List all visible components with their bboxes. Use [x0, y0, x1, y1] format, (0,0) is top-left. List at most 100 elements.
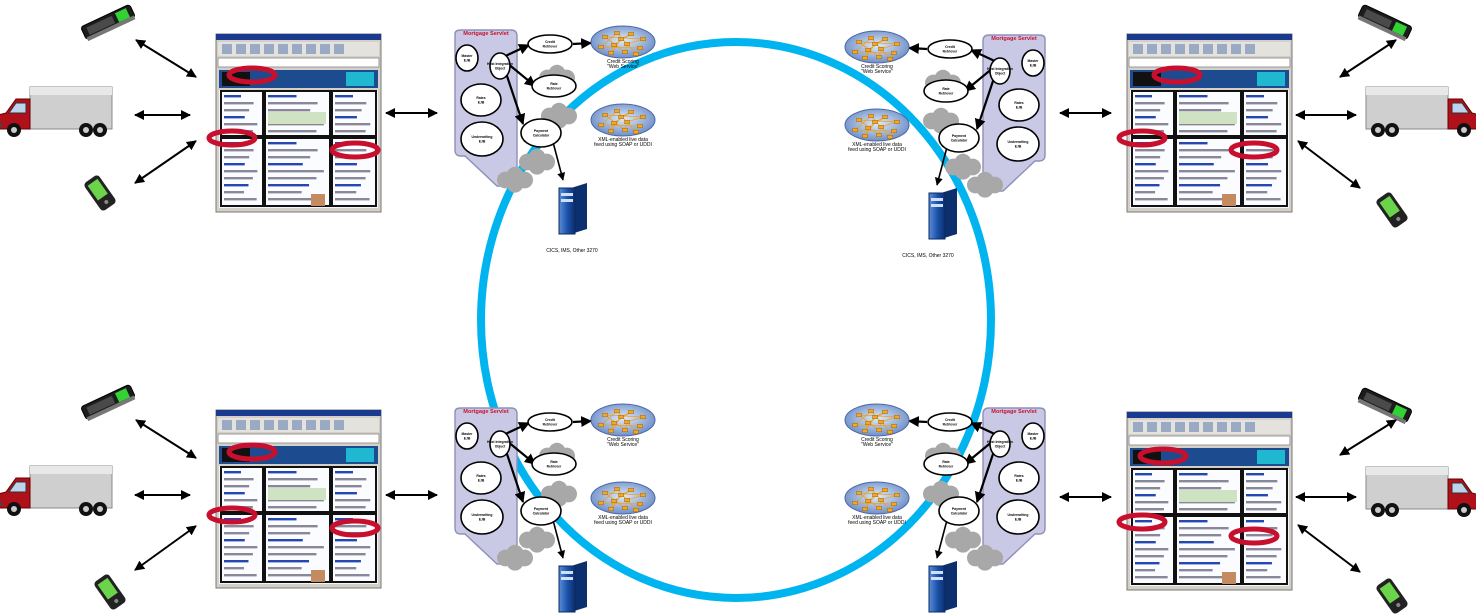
rate-retriever-node — [531, 452, 577, 476]
host-integration-node-label-line: Host Integration — [987, 67, 1013, 71]
pda-icon — [1376, 192, 1408, 228]
host-integration-node — [989, 430, 1011, 458]
bidirectional-arrow — [134, 525, 197, 571]
servlet-title: Mortgage Servlet — [463, 31, 509, 37]
bidirectional-arrow — [1339, 419, 1397, 456]
payment-calculator-node-label-line: Calculator — [533, 511, 550, 515]
rates-ejb-node-label-line: Rates — [476, 96, 485, 100]
connector-line — [907, 43, 928, 55]
rate-retriever-node — [531, 74, 577, 98]
payment-calculator-node-label-line: Calculator — [951, 511, 968, 515]
cloud-icon — [497, 166, 533, 193]
host-integration-node-label-line: Host Integration — [987, 440, 1013, 444]
web-service-label: "Web Service" — [861, 442, 893, 448]
credit-scoring-label: Credit Scoring — [861, 64, 893, 70]
underwriting-node-label-line: EJB — [479, 139, 486, 143]
credit-retriever-node-label-line: Retriever — [543, 44, 558, 48]
highlight-oval — [329, 140, 381, 160]
server-tower-icon — [558, 561, 587, 613]
payment-calculator-node-label-line: Payment — [534, 507, 549, 511]
cloud-icon — [945, 153, 981, 180]
cloud-icon — [967, 171, 1003, 198]
servlet-title: Mortgage Servlet — [991, 36, 1037, 42]
xml-feed-label-2: feed using SOAP or UDDI — [848, 520, 906, 526]
highlight-oval — [1228, 140, 1280, 160]
host-integration-node-label-line: Host Integration — [487, 62, 513, 66]
rate-retriever-node-label-line: Rate — [942, 87, 949, 91]
master-ejb-node-label-line: Master — [462, 432, 474, 436]
truck-icon — [0, 86, 113, 137]
rates-ejb-node-label-line: EJB — [1016, 478, 1023, 482]
network-globe-icon — [844, 30, 910, 64]
xml-feed-label: XML-enabled live data — [852, 142, 902, 148]
cloud-icon — [945, 526, 981, 553]
highlight-oval — [206, 128, 258, 148]
phone-icon — [1357, 4, 1412, 42]
credit-retriever-node — [927, 39, 973, 59]
underwriting-node-label-line: EJB — [1015, 517, 1022, 521]
network-globe-icon — [590, 25, 656, 59]
credit-retriever-node-label-line: Retriever — [943, 49, 958, 53]
payment-calculator-node-label-line: Calculator — [533, 133, 550, 137]
browser-screenshot-icon — [215, 33, 382, 213]
xml-feed-label: XML-enabled live data — [852, 515, 902, 521]
xml-feed-label-2: feed using SOAP or UDDI — [594, 520, 652, 526]
pda-icon — [1376, 578, 1408, 614]
host-integration-node-label-line: Object — [495, 66, 506, 70]
bidirectional-arrow — [135, 419, 197, 459]
host-integration-node — [489, 430, 511, 458]
pda-icon — [94, 574, 126, 610]
truck-icon — [0, 465, 113, 516]
xml-feed-label: XML-enabled live data — [598, 515, 648, 521]
payment-calculator-node-label-line: Calculator — [951, 138, 968, 142]
master-ejb-node — [455, 44, 479, 72]
underwriting-node-label-line: Underwriting — [1008, 513, 1029, 517]
bidirectional-arrow — [1297, 524, 1361, 573]
highlight-oval — [1137, 446, 1189, 466]
web-service-label: "Web Service" — [607, 442, 639, 448]
highlight-oval — [1116, 128, 1168, 148]
highlight-oval — [329, 518, 381, 538]
network-globe-icon — [844, 108, 910, 142]
master-ejb-node — [455, 422, 479, 450]
xml-feed-label-2: feed using SOAP or UDDI — [594, 142, 652, 148]
server-tower-icon — [928, 561, 957, 613]
connector-line — [572, 416, 593, 428]
rates-ejb-node-label-line: EJB — [1016, 105, 1023, 109]
xml-feed-label: XML-enabled live data — [598, 137, 648, 143]
master-ejb-node — [1021, 49, 1045, 77]
highlight-oval — [1151, 65, 1203, 85]
truck-icon — [1365, 86, 1476, 137]
host-integration-node-label-line: Object — [995, 71, 1006, 75]
host-integration-node-label-line: Host Integration — [487, 440, 513, 444]
credit-retriever-node — [927, 412, 973, 432]
credit-retriever-node-label-line: Retriever — [543, 422, 558, 426]
browser-screenshot-icon — [1126, 33, 1293, 213]
phone-icon — [81, 384, 136, 422]
cloud-icon — [967, 544, 1003, 571]
bidirectional-arrow — [1297, 140, 1361, 189]
